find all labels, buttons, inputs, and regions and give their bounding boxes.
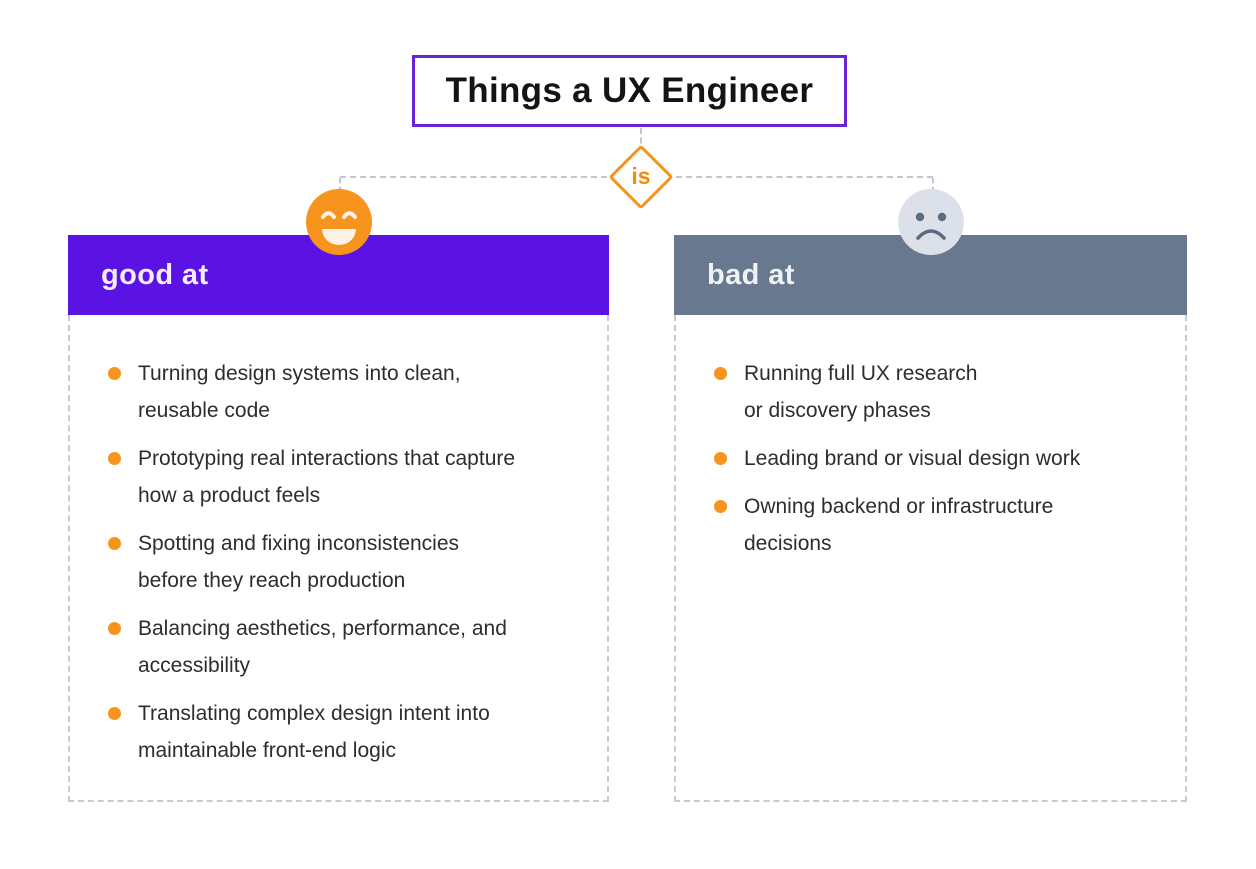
bad-at-header: bad at <box>674 235 1187 315</box>
bullet-dot-icon <box>108 537 121 550</box>
sad-face-icon <box>898 189 964 255</box>
list-item-text: Running full UX research or discovery ph… <box>744 362 978 422</box>
list-item: Owning backend or infrastructure decisio… <box>714 488 1169 562</box>
connector-line-right <box>676 176 933 178</box>
list-item: Prototyping real interactions that captu… <box>108 440 591 514</box>
list-item: Spotting and fixing inconsistencies befo… <box>108 525 591 599</box>
list-item: Translating complex design intent into m… <box>108 695 591 769</box>
connector-tick-bad <box>932 178 934 192</box>
title-to-diamond-connector <box>640 128 642 153</box>
good-at-panel: Turning design systems into clean, reusa… <box>68 315 609 802</box>
is-label: is <box>631 162 651 189</box>
bullet-dot-icon <box>714 367 727 380</box>
list-item-text: Balancing aesthetics, performance, and a… <box>138 617 507 677</box>
diagram-title: Things a UX Engineer <box>412 55 847 127</box>
list-item-text: Translating complex design intent into m… <box>138 702 490 762</box>
connector-line-left <box>340 176 607 178</box>
bullet-dot-icon <box>714 452 727 465</box>
bullet-dot-icon <box>714 500 727 513</box>
bullet-dot-icon <box>108 622 121 635</box>
bullet-dot-icon <box>108 452 121 465</box>
list-item-text: Leading brand or visual design work <box>744 447 1081 470</box>
list-item-text: Prototyping real interactions that captu… <box>138 447 516 507</box>
bad-at-list: Running full UX research or discovery ph… <box>676 315 1185 562</box>
bad-at-panel: Running full UX research or discovery ph… <box>674 315 1187 802</box>
bullet-dot-icon <box>108 367 121 380</box>
bullet-dot-icon <box>108 707 121 720</box>
list-item-text: Owning backend or infrastructure decisio… <box>744 495 1054 555</box>
happy-face-icon <box>306 189 372 255</box>
list-item: Balancing aesthetics, performance, and a… <box>108 610 591 684</box>
connector-tick-good <box>339 178 341 192</box>
list-item-text: Spotting and fixing inconsistencies befo… <box>138 532 460 592</box>
good-at-list: Turning design systems into clean, reusa… <box>70 315 607 769</box>
list-item: Running full UX research or discovery ph… <box>714 355 1169 429</box>
list-item: Turning design systems into clean, reusa… <box>108 355 591 429</box>
list-item-text: Turning design systems into clean, reusa… <box>138 362 461 422</box>
list-item: Leading brand or visual design work <box>714 440 1169 477</box>
